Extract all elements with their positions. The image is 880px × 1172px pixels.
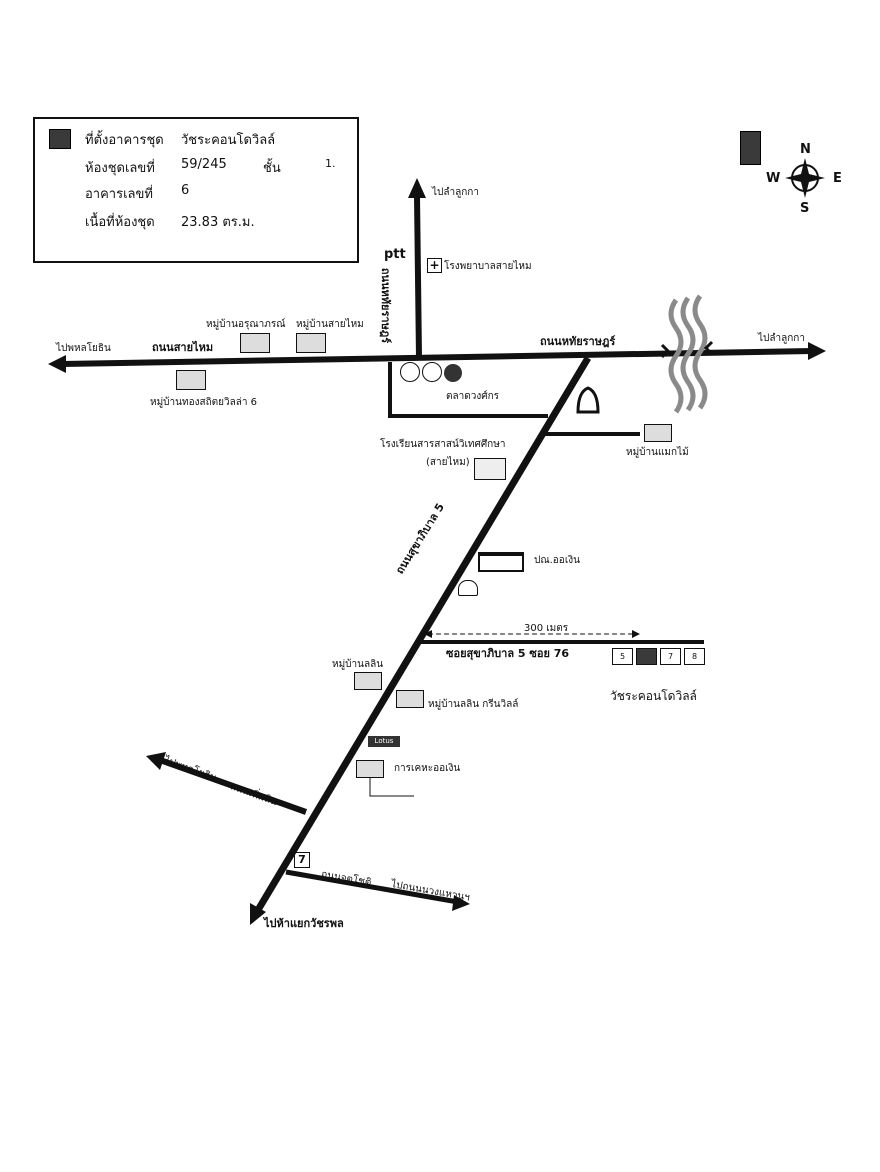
arrow-north <box>408 178 426 198</box>
road-sukhaphiban-5 <box>254 356 592 912</box>
unit-swatch <box>49 129 71 149</box>
legend-swatch <box>740 131 761 165</box>
unit-box: 5 <box>612 648 633 665</box>
label-school-line2: (สายไหม) <box>426 457 470 468</box>
floor-value: 1. <box>325 157 336 170</box>
bank-logos-icon <box>400 362 464 382</box>
shell-station-icon <box>458 580 478 596</box>
label-to-lamlukka-east: ไปลำลูกกา <box>758 333 805 344</box>
school-icon <box>474 458 506 480</box>
label-condo-name: วัชระคอนโดวิลล์ <box>610 689 697 703</box>
hospital-icon: + <box>427 258 442 273</box>
house-icon <box>396 690 424 708</box>
room-label: ห้องชุดเลขที่ <box>85 161 155 176</box>
arrow-southwest <box>250 903 266 925</box>
ptt-logo: ptt <box>384 247 406 262</box>
arrow-east <box>808 342 826 360</box>
location-value: วัชระคอนโดวิลล์ <box>181 133 276 148</box>
label-village-lalin: หมู่บ้านลลิน <box>332 659 384 670</box>
label-hospital: โรงพยาบาลสายไหม <box>444 261 532 272</box>
property-info-box: ที่ตั้งอาคารชุด วัชระคอนโดวิลล์ ห้องชุดเ… <box>33 117 359 263</box>
house-icon <box>176 370 206 390</box>
area-value: 23.83 ตร.ม. <box>181 215 255 230</box>
seven-eleven-icon: 7 <box>294 852 310 868</box>
label-village-saimai: หมู่บ้านสายไหม <box>296 319 364 330</box>
market-loop <box>388 362 548 418</box>
house-icon <box>296 333 326 353</box>
compass-w: W <box>766 171 781 186</box>
compass-e: E <box>833 171 842 186</box>
arrow-west <box>48 355 66 373</box>
floor-label: ชั้น <box>263 161 281 176</box>
house-icon <box>644 424 672 442</box>
label-village-lalin-green: หมู่บ้านลลิน กรีนวิลล์ <box>428 699 519 710</box>
lotus-store-icon: Lotus <box>368 736 400 747</box>
label-road-hathai: ถนนหทัยราษฎร์ <box>540 335 616 348</box>
road-chatchot <box>285 869 459 905</box>
label-to-lamlukka-north: ไปลำลูกกา <box>432 187 479 198</box>
label-to-phahon-west: ไปพหลโยธิน <box>56 343 111 354</box>
unit-box-highlighted <box>636 648 657 665</box>
house-icon <box>240 333 270 353</box>
building-label: อาคารเลขที่ <box>85 187 153 202</box>
unit-box: 7 <box>660 648 681 665</box>
label-distance: 300 เมตร <box>524 623 569 634</box>
label-village-maekmai: หมู่บ้านแมกไม้ <box>626 447 689 458</box>
location-label: ที่ตั้งอาคารชุด <box>85 133 164 148</box>
label-road-vertical: ถนนหทัยราษฎร์ <box>379 267 393 344</box>
unit-box: 8 <box>684 648 705 665</box>
label-road-saimai: ถนนสายไหม <box>152 341 214 354</box>
label-soi: ซอยสุขาภิบาล 5 ซอย 76 <box>446 647 570 660</box>
compass-n: N <box>800 142 811 157</box>
label-village-thongsathit: หมู่บ้านทองสถิตยวิลล่า 6 <box>150 397 258 408</box>
house-icon <box>356 760 384 778</box>
area-label: เนื้อที่ห้องชุด <box>85 215 155 230</box>
building-value: 6 <box>181 183 190 198</box>
label-housing-oengoen: การเคหะออเงิน <box>394 763 461 774</box>
label-village-arun: หมู่บ้านอรุณาภรณ์ <box>206 319 286 330</box>
room-value: 59/245 <box>181 157 227 172</box>
post-office-icon <box>478 552 524 572</box>
label-market: ตลาดวงศ์กร <box>446 391 500 402</box>
road-phoemsin <box>158 757 308 815</box>
road-north <box>414 195 422 359</box>
label-post-office: ปณ.ออเงิน <box>534 555 580 566</box>
house-icon <box>354 672 382 690</box>
label-to-wacharaphon: ไปห้าแยกวัชรพล <box>264 917 344 930</box>
label-school-line1: โรงเรียนสารสาสน์วิเทศศึกษา <box>380 439 506 450</box>
temple-icon <box>576 386 600 414</box>
compass-icon <box>785 158 825 198</box>
compass-s: S <box>800 201 810 216</box>
river-icon <box>668 294 708 414</box>
